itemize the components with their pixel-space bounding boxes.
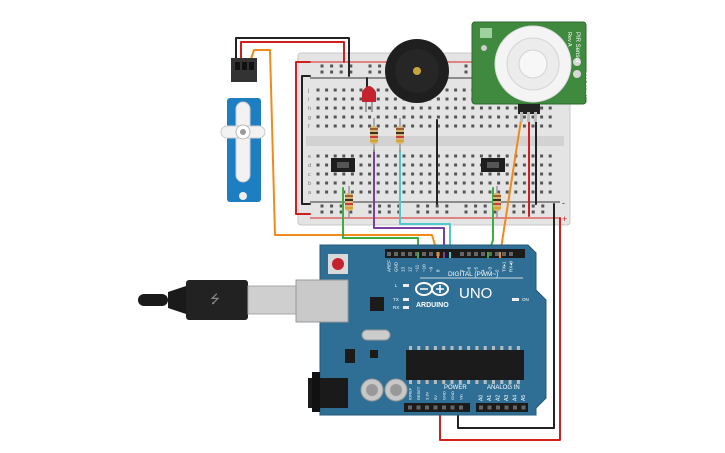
row-label-top: h bbox=[308, 106, 311, 112]
wire-red-servo-vcc bbox=[240, 41, 345, 63]
digital-pin-label: 13 bbox=[401, 266, 406, 272]
power-pin-label: GND bbox=[450, 391, 455, 400]
servo-motor[interactable] bbox=[220, 58, 266, 202]
row-label-top: j bbox=[307, 88, 309, 94]
power-pin-label: 3.3V bbox=[425, 391, 430, 400]
power-pin-label: GND bbox=[442, 391, 447, 400]
row-label-top: f bbox=[308, 124, 310, 130]
atmega-chip bbox=[406, 350, 524, 380]
digital-pin-label: ~11 bbox=[415, 264, 420, 272]
wire-orange-servo-signal bbox=[249, 49, 439, 256]
usb-plug-metal bbox=[247, 285, 297, 315]
digital-pin-label: ~6 bbox=[467, 266, 472, 272]
digital-pin-label: ~5 bbox=[474, 266, 479, 272]
digital-pin-label: GND bbox=[394, 261, 399, 272]
analog-pin-label: A4 bbox=[513, 395, 519, 401]
piezo-buzzer[interactable] bbox=[385, 39, 449, 103]
analog-pin-label: A3 bbox=[504, 395, 510, 401]
led-rx-label: RX bbox=[393, 305, 399, 310]
wire-black-gnd bbox=[457, 203, 555, 429]
digital-header bbox=[385, 249, 525, 258]
resistor-led[interactable] bbox=[370, 118, 378, 152]
digital-pin-label: ~9 bbox=[429, 266, 434, 272]
pir-sensor[interactable]: PIR Sensor Rev A 555-28027 bbox=[471, 21, 590, 122]
led-on-label: ON bbox=[522, 297, 529, 302]
analog-header-label: ANALOG IN bbox=[487, 385, 520, 391]
row-label-bottom: e bbox=[308, 154, 311, 160]
power-pin-label: RESET bbox=[416, 386, 421, 400]
digital-pin-label: 12 bbox=[408, 266, 413, 272]
usb-cable: ⭍ bbox=[138, 280, 297, 320]
usb-symbol-icon: ⭍ bbox=[210, 292, 220, 306]
resistor-button2[interactable] bbox=[493, 186, 501, 218]
row-label-bottom: d bbox=[308, 163, 311, 169]
pir-rev: Rev A bbox=[566, 32, 572, 47]
resistor-button1[interactable] bbox=[345, 186, 353, 218]
digital-pin-label: ~10 bbox=[422, 264, 427, 272]
digital-pin-label: 2 bbox=[495, 269, 500, 272]
pir-label: PIR Sensor bbox=[574, 32, 580, 63]
resistors bbox=[345, 118, 501, 218]
led-l-label: L bbox=[395, 283, 398, 288]
row-label-bottom: b bbox=[308, 181, 311, 187]
power-pin-label: Vin bbox=[459, 394, 464, 400]
push-button-1[interactable] bbox=[331, 158, 355, 172]
digital-pin-label: ~3 bbox=[488, 266, 493, 272]
digital-header-label: DIGITAL (PWM~) bbox=[448, 271, 498, 278]
red-led[interactable] bbox=[362, 86, 376, 112]
wire-black-rail-left bbox=[301, 75, 311, 205]
wire-black-servo-gnd bbox=[235, 37, 350, 77]
row-label-top: i bbox=[308, 97, 309, 103]
arduino-logo bbox=[415, 282, 449, 296]
wire-red-rail-left bbox=[295, 61, 311, 215]
digital-pin-label: 4 bbox=[481, 269, 486, 272]
analog-pin-label: A0 bbox=[479, 395, 485, 401]
led-tx-label: TX bbox=[393, 297, 399, 302]
rail-plus-label-bottom: + bbox=[562, 214, 567, 224]
digital-pin-label: 7 bbox=[460, 269, 465, 272]
power-header-label: POWER bbox=[444, 385, 467, 391]
usb-jack bbox=[295, 279, 349, 323]
arduino-logo-text: ARDUINO bbox=[416, 302, 449, 309]
row-label-top: g bbox=[308, 115, 311, 121]
digital-pin-label: AREF bbox=[387, 260, 392, 272]
digital-pin-label: TX▸1 bbox=[502, 261, 507, 272]
analog-pin-label: A2 bbox=[496, 395, 502, 401]
usb-plug-body bbox=[186, 280, 248, 320]
servo-horn bbox=[235, 101, 251, 183]
digital-pin-label: RX◂0 bbox=[509, 260, 514, 272]
wire-purple-led bbox=[373, 149, 445, 256]
analog-pin-label: A5 bbox=[521, 395, 527, 401]
push-button-2[interactable] bbox=[481, 158, 505, 172]
resistor-buzzer[interactable] bbox=[396, 118, 404, 152]
arduino-model: UNO bbox=[459, 285, 492, 302]
wire-cyan-buzzer bbox=[399, 149, 451, 256]
row-label-bottom: c bbox=[308, 172, 311, 178]
power-pin-label: 5V bbox=[433, 395, 438, 400]
row-label-bottom: a bbox=[308, 190, 312, 196]
pir-model: 555-28027 bbox=[584, 72, 590, 98]
analog-header bbox=[476, 403, 528, 412]
power-pin-label: IOREF bbox=[408, 387, 413, 400]
analog-pin-label: A1 bbox=[487, 395, 493, 401]
wire-red-5v bbox=[439, 217, 561, 441]
wire-end-caps bbox=[417, 252, 501, 258]
wire-orange-pir bbox=[499, 119, 522, 256]
rail-minus-label-bottom: - bbox=[562, 198, 565, 208]
digital-pin-label: 8 bbox=[436, 269, 441, 272]
